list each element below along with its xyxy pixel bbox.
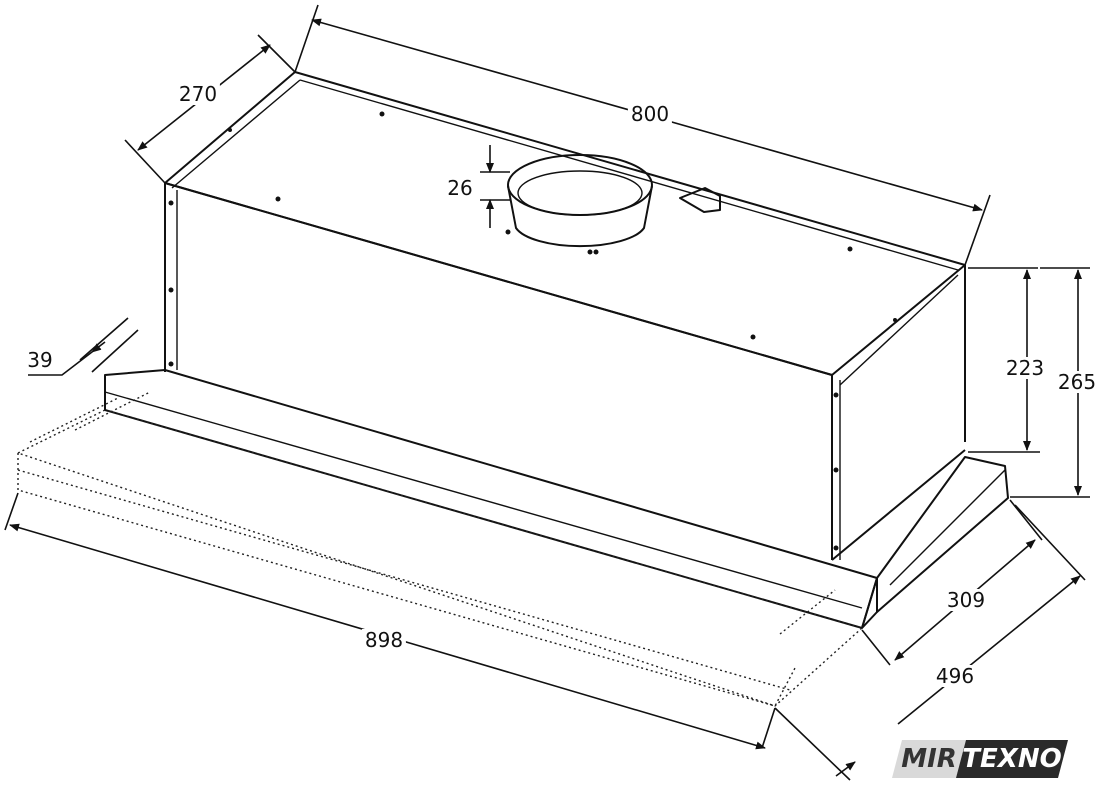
label-39: 39: [24, 349, 56, 371]
hood-right-edge: [839, 274, 959, 386]
label-496: 496: [932, 665, 978, 687]
hood-right-face: [831, 265, 966, 561]
dim-39: [28, 317, 139, 376]
front-trim-panel: [104, 369, 1009, 629]
hood-front-face: [164, 182, 833, 560]
extended-visor-outline: [16, 391, 864, 707]
label-270: 270: [175, 83, 221, 105]
dim-496: [774, 504, 1086, 781]
dim-800: [294, 4, 991, 266]
dim-898: [4, 492, 776, 750]
label-898: 898: [361, 629, 407, 651]
brand-logo: MIR TEXNO: [892, 740, 1068, 778]
logo-part-mir: MIR: [892, 740, 966, 778]
label-26: 26: [444, 177, 476, 199]
hood-front-bands: [176, 190, 841, 560]
label-223: 223: [1002, 357, 1048, 379]
hood-top-face: [164, 71, 966, 376]
dim-309: [861, 499, 1043, 666]
logo-part-texno: TEXNO: [956, 740, 1068, 778]
dim-270: [124, 34, 296, 184]
dim-26: [480, 145, 510, 228]
label-309: 309: [943, 589, 989, 611]
screw-holes: [168, 111, 897, 551]
hood-top-edge: [171, 79, 959, 271]
label-800: 800: [627, 103, 673, 125]
label-265: 265: [1054, 371, 1100, 393]
